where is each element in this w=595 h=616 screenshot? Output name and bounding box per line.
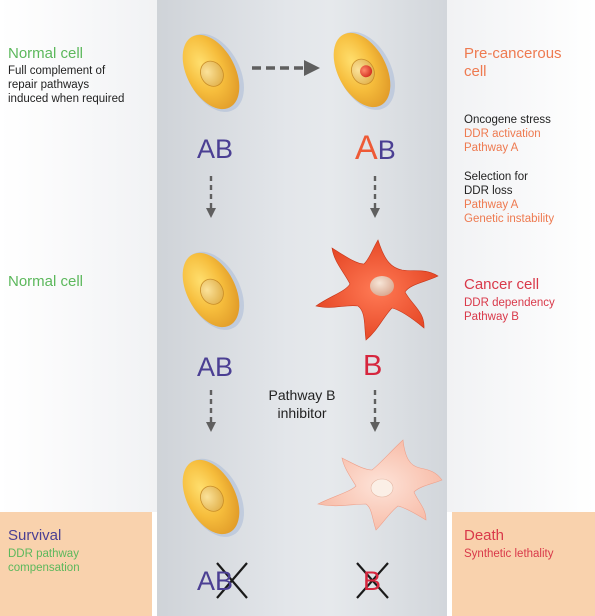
selection-line-2: DDR loss — [464, 185, 513, 198]
pathway-a-letter: A — [197, 134, 216, 164]
pathway-b-letter: B — [377, 135, 396, 165]
death-box — [452, 512, 595, 616]
label-ab-mid-left: AB — [197, 352, 233, 383]
label-b-mid-right: B — [363, 350, 382, 383]
desc-line: induced when required — [8, 93, 125, 106]
arrow-right-1 — [370, 176, 380, 218]
oncogene-stress-block: Oncogene stress DDR activation Pathway A — [464, 113, 551, 155]
cancer-line-1: DDR dependency — [464, 297, 555, 309]
pathway-b-letter: B — [215, 566, 234, 596]
pathway-a-letter: A — [197, 352, 216, 382]
cancer-cell — [315, 239, 439, 341]
left-panel — [0, 0, 157, 512]
label-b-bottom-right: B — [363, 566, 381, 597]
death-title: Death — [464, 527, 505, 544]
label-ab-top-left: AB — [197, 134, 233, 165]
pathway-b-letter: B — [215, 352, 234, 382]
desc-line: DDR pathway — [8, 548, 79, 560]
arrow-right-2 — [370, 390, 380, 432]
cancer-cell-title: Cancer cell — [464, 276, 540, 293]
selection-line-1: Selection for — [464, 171, 528, 183]
desc-line: Full complement of — [8, 65, 106, 77]
oncogene-line-2: DDR activation — [464, 128, 541, 141]
pathway-b-letter: B — [215, 134, 234, 164]
pathway-a-letter: A — [197, 566, 216, 596]
inhibitor-label: Pathway B inhibitor — [259, 386, 345, 423]
selection-block: Selection for DDR loss Pathway A Genetic… — [464, 170, 554, 226]
pathway-b-letter: B — [363, 566, 382, 596]
cross-mark-right — [356, 562, 389, 599]
selection-line-3: Pathway A — [464, 199, 519, 212]
label-ab-bottom-left: AB — [197, 566, 233, 597]
normal-cell-bottom — [182, 458, 244, 537]
survival-title: Survival — [8, 527, 62, 544]
survival-desc: DDR pathway compensation — [8, 547, 80, 575]
normal-cell-top-title: Normal cell — [8, 45, 84, 62]
survival-box — [0, 512, 152, 616]
precancerous-title: Pre-cancerous cell — [464, 45, 562, 82]
transition-arrow — [252, 60, 320, 76]
title-line: cell — [464, 63, 487, 81]
oncogene-line-1: Oncogene stress — [464, 114, 551, 126]
cancer-cell-desc: DDR dependency Pathway B — [464, 296, 555, 324]
inhibitor-line-2: inhibitor — [277, 405, 327, 422]
cross-mark-left — [216, 562, 248, 599]
right-panel — [447, 0, 595, 512]
desc-line: compensation — [8, 562, 80, 575]
normal-cell-top-desc: Full complement of repair pathways induc… — [8, 64, 124, 106]
precancerous-cell — [333, 31, 395, 110]
normal-cell-top — [182, 33, 244, 112]
desc-line: repair pathways — [8, 79, 90, 92]
inhibitor-line-1: Pathway B — [268, 387, 336, 403]
pathway-a-letter: A — [355, 129, 378, 167]
title-line: Pre-cancerous — [464, 45, 562, 62]
pathway-b-letter: B — [363, 350, 383, 382]
oncogene-line-3: Pathway A — [464, 142, 519, 155]
normal-cell-mid — [182, 251, 244, 330]
cancer-line-2: Pathway B — [464, 311, 519, 324]
arrow-left-2 — [206, 390, 216, 432]
normal-cell-mid-title: Normal cell — [8, 273, 84, 290]
death-desc: Synthetic lethality — [464, 548, 554, 560]
dying-cancer-cell — [317, 439, 443, 531]
arrow-left-1 — [206, 176, 216, 218]
selection-line-4: Genetic instability — [464, 213, 555, 226]
label-ab-top-right: AB — [355, 129, 396, 168]
